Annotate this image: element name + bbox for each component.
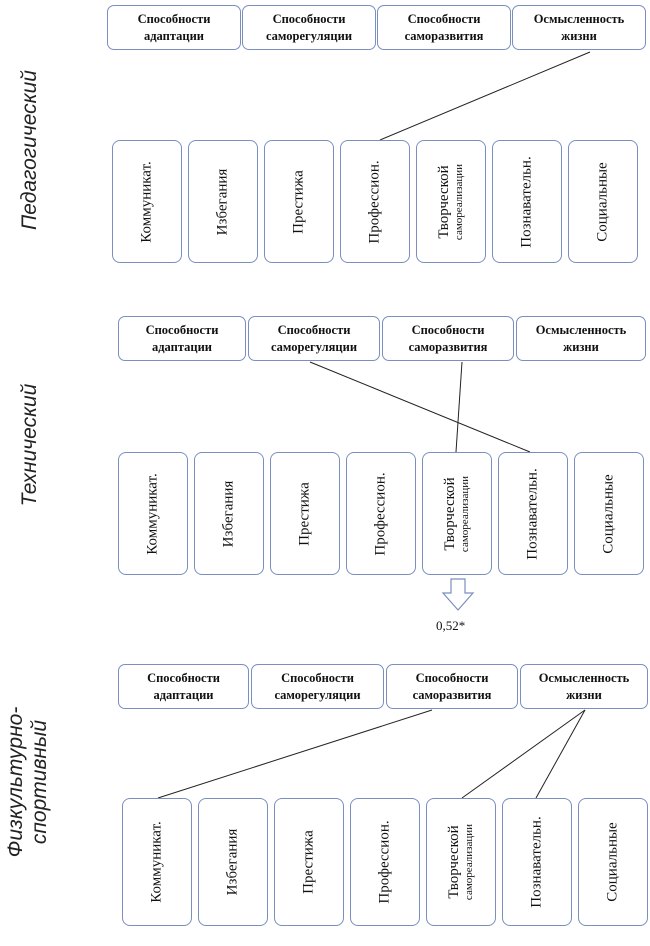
motive-box-social: Социальные — [578, 798, 648, 926]
link-line-0 — [379, 51, 591, 141]
link-line-1 — [309, 361, 531, 453]
motive-box-avoidance: Избегания — [198, 798, 268, 926]
motive-box-cognitive: Познавательн. — [498, 452, 568, 575]
group-label-sport-line1: Физкультурно- — [3, 706, 27, 858]
motive-box-cognitive: Познавательн. — [502, 798, 572, 926]
link-line-3 — [157, 709, 433, 799]
group-label-pedagogical: Педагогический — [17, 70, 41, 230]
link-line-2 — [455, 361, 463, 453]
motive-box-professional: Профессион. — [350, 798, 420, 926]
motive-box-communicative: Коммуникат. — [122, 798, 192, 926]
motive-box-prestige: Престижа — [270, 452, 340, 575]
motive-box-avoidance: Избегания — [188, 140, 258, 263]
motive-box-social: Социальные — [568, 140, 638, 263]
group-label-technical: Технический — [17, 383, 41, 507]
motive-box-professional: Профессион. — [340, 140, 410, 263]
link-line-4 — [461, 709, 586, 799]
motive-box-professional: Профессион. — [346, 452, 416, 575]
group-label-sport: Физкультурно- спортивный — [4, 707, 52, 858]
motive-box-prestige: Престижа — [274, 798, 344, 926]
motive-box-social: Социальные — [574, 452, 644, 575]
correlation-coefficient: 0,52* — [436, 618, 466, 633]
down-arrow-icon — [441, 578, 475, 611]
motive-box-cognitive: Познавательн. — [492, 140, 562, 263]
motive-box-communicative: Коммуникат. — [112, 140, 182, 263]
link-line-5 — [535, 709, 586, 799]
motive-box-communicative: Коммуникат. — [118, 452, 188, 575]
motive-box-avoidance: Избегания — [194, 452, 264, 575]
motive-box-prestige: Престижа — [264, 140, 334, 263]
group-label-sport-line2: спортивный — [28, 719, 51, 845]
